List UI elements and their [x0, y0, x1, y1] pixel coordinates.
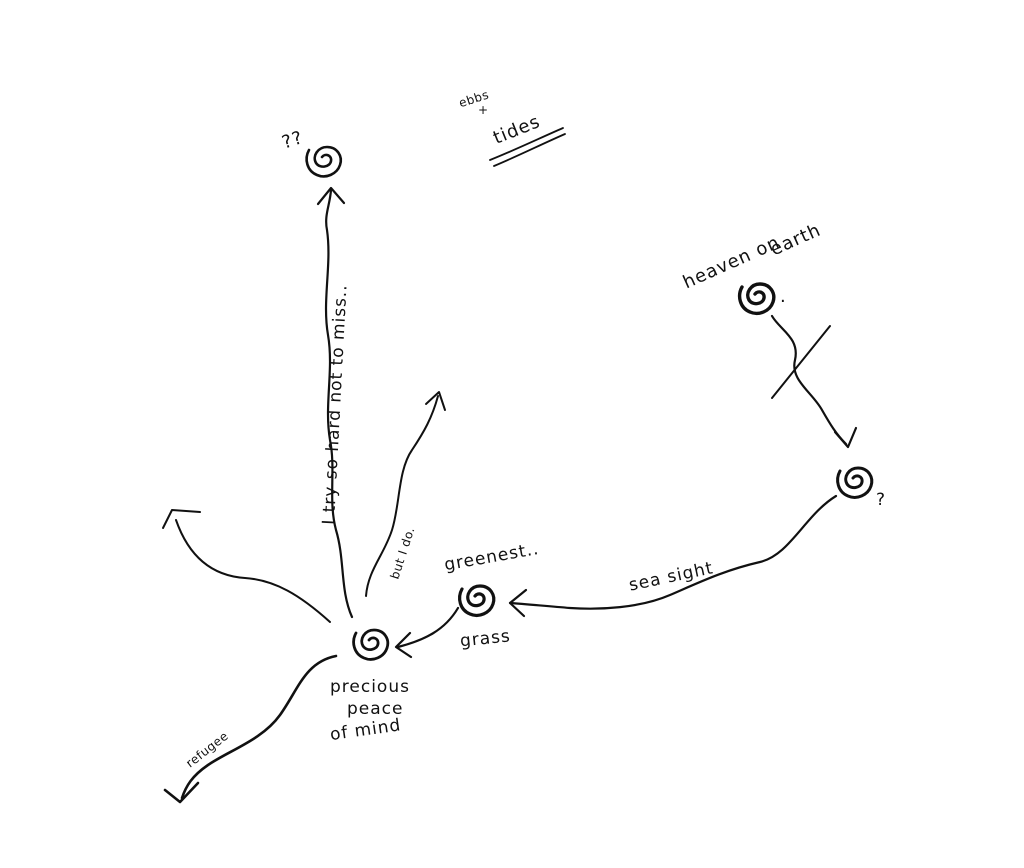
note-line3: tides: [490, 111, 543, 149]
note-underline: [489, 127, 566, 167]
right-node-mark: ?: [876, 490, 886, 510]
small-up-label: but I do.: [388, 525, 418, 581]
arrow-long-vertical: [316, 186, 354, 619]
center-line1: precious: [330, 677, 410, 697]
spiral-node-green: [458, 584, 496, 617]
arrow-down-left: [163, 654, 338, 804]
cross-out-stroke: [771, 325, 831, 399]
long-vertical-label: I try so hard not to miss..: [319, 284, 352, 526]
arrow-sea-sight: [508, 494, 838, 618]
green-bottom-label: grass: [459, 626, 512, 651]
spiral-node-top: [305, 145, 343, 178]
arrow-heaven-to-right: [770, 314, 858, 449]
note-line2: +: [478, 103, 489, 117]
heaven-label-line2: earth: [767, 220, 824, 261]
spiral-node-center: [352, 628, 390, 661]
sea-sight-label: sea sight: [627, 558, 715, 595]
arrow-green-to-center: [394, 606, 460, 659]
heaven-dot: .: [780, 286, 787, 307]
spiral-node-heaven: [737, 282, 776, 316]
arrow-small-up: [365, 391, 446, 597]
arrow-up-left: [162, 509, 331, 623]
center-line2: peace: [347, 699, 403, 719]
green-top-label: greenest..: [443, 539, 541, 575]
spiral-node-right: [836, 466, 874, 499]
top-node-mark: ??: [279, 127, 306, 153]
center-line3: of mind: [329, 715, 403, 745]
